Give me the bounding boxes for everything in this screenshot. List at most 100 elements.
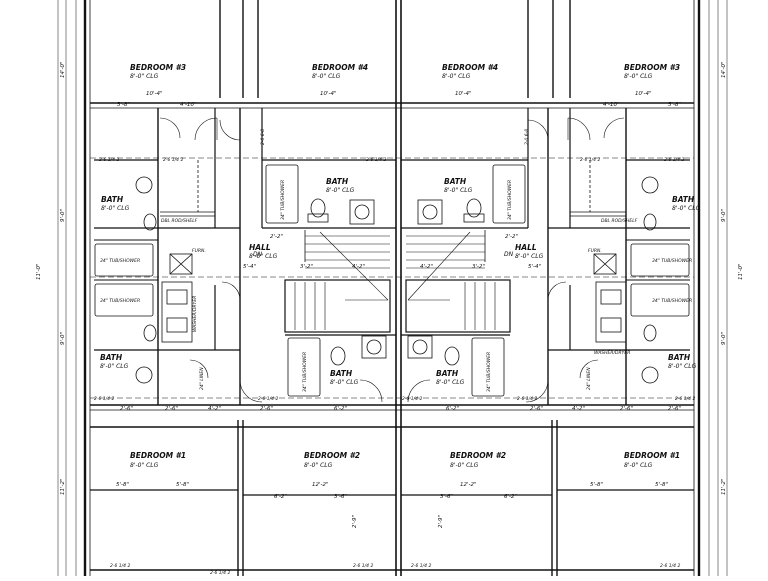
tub-label-l1: 34" TUB/SHOWER xyxy=(100,258,140,264)
tub-l1 xyxy=(94,243,154,277)
dim-mid-10: 2'-6" xyxy=(668,406,681,412)
door-label-14: 2-6 1/4 2 xyxy=(411,563,431,569)
wd-label-right: WASHER/DRYER xyxy=(594,350,630,356)
tub-label-c2: 34" TUB/SHOWER xyxy=(507,180,513,220)
dim-top-5: 10'-4" xyxy=(455,91,472,97)
fixtures xyxy=(94,160,690,397)
dim-mid-8: 4'-2" xyxy=(572,406,585,412)
dim-hall-5: 3'-2" xyxy=(472,264,485,270)
label-bedroom2-right: BEDROOM #2 xyxy=(450,451,506,460)
clg-bath-l1: 8'-0" CLG xyxy=(101,205,130,212)
door-label-1: 2-6 1/4 2 xyxy=(99,157,119,163)
door-label-2: 2-6 1/4 2 xyxy=(163,157,183,163)
doors xyxy=(159,117,625,403)
label-bath-r2: BATH xyxy=(668,353,691,362)
dim-hall-3: 4'-2" xyxy=(352,264,365,270)
clg-bath-c1: 8'-0" CLG xyxy=(326,187,355,194)
dim-mid-7: 2'-6" xyxy=(530,406,543,412)
dim-bot-8: 6'-2" xyxy=(504,494,517,500)
clg-hall-right: 8'-0" CLG xyxy=(515,253,544,260)
tub-label-c1: 34" TUB/SHOWER xyxy=(280,180,286,220)
dim-mid-4: 2'-6" xyxy=(260,406,273,412)
door-label-4: 2-6 1/4 2 xyxy=(580,157,600,163)
clg-bath-r2: 8'-0" CLG xyxy=(668,363,697,370)
clg-bedroom4-left: 8'-0" CLG xyxy=(312,73,341,80)
tub-r1 xyxy=(630,243,690,277)
tub-label-c4: 34" TUB/SHOWER xyxy=(486,352,492,392)
dim-left-3: 11'-0" xyxy=(36,263,42,280)
dim-inner-1: 2'-9" xyxy=(352,515,358,528)
dim-bot-9: 5'-8" xyxy=(590,482,603,488)
dim-left-1: 14'-0" xyxy=(60,61,66,78)
label-hall-right: HALL xyxy=(515,243,537,252)
door-label-15: 2-6 1/4 2 xyxy=(660,563,680,569)
door-label-11: 2-6 1/4 2 xyxy=(110,563,130,569)
dim-top-3: 4'-10" xyxy=(180,102,197,108)
stairs xyxy=(294,231,496,330)
tub-c1 xyxy=(265,164,299,224)
dim-hall-2: 3'-2" xyxy=(300,264,313,270)
door-label-3: 2-6 1/4 2 xyxy=(366,157,386,163)
dim-hall-4: 4'-2" xyxy=(420,264,433,270)
dim-mid-3: 4'-2" xyxy=(208,406,221,412)
dim-inner-2: 2'-9" xyxy=(438,515,444,528)
clg-bedroom1-left: 8'-0" CLG xyxy=(130,462,159,469)
label-hall-left: HALL xyxy=(249,243,271,252)
door-label-10: 2-6 1/4 2 xyxy=(675,396,695,402)
wd-label-left: WASHER/DRYER xyxy=(192,296,198,332)
clg-bedroom3-left: 8'-0" CLG xyxy=(130,73,159,80)
shelf-label-right: DBL ROD/SHELF xyxy=(601,218,638,224)
clg-bedroom2-left: 8'-0" CLG xyxy=(304,462,333,469)
dim-mid-1: 2'-6" xyxy=(120,406,133,412)
dim-top-8: 5'-8" xyxy=(668,102,681,108)
door-label-13: 2-6 1/4 2 xyxy=(353,563,373,569)
clg-bedroom4-right: 8'-0" CLG xyxy=(442,73,471,80)
label-bedroom4-right: BEDROOM #4 xyxy=(442,63,498,72)
dim-left-4: 9'-0" xyxy=(60,332,66,345)
dim-bot-3: 6'-2" xyxy=(274,494,287,500)
dim-left-2: 9'-0" xyxy=(60,209,66,222)
dim-mid-5: 6'-2" xyxy=(334,406,347,412)
clg-hall-left: 8'-0" CLG xyxy=(249,253,278,260)
clg-bath-r1: 8'-0" CLG xyxy=(672,205,701,212)
dimension-labels: 5'-8" 10'-4" 4'-10" 10'-4" 10'-4" 4'-10"… xyxy=(36,61,744,528)
door-label-7: 2-6 1/4 2 xyxy=(258,396,278,402)
door-label-16: 2-0 6-8 xyxy=(260,129,266,145)
door-label-6: 2-6 1/4 2 xyxy=(94,396,114,402)
label-bath-c1: BATH xyxy=(326,177,349,186)
tub-c3 xyxy=(287,337,321,397)
room-labels: BEDROOM #3 8'-0" CLG BEDROOM #4 8'-0" CL… xyxy=(100,63,701,469)
label-bath-c2: BATH xyxy=(444,177,467,186)
dim-right-5: 11'-2" xyxy=(721,478,727,495)
tub-l2 xyxy=(94,283,154,317)
door-label-17: 2-0 6-8 xyxy=(524,129,530,145)
door-label-5: 2-6 1/4 2 xyxy=(664,157,684,163)
walls xyxy=(57,0,728,581)
dim-hall-6: 2'-2" xyxy=(505,234,518,240)
dim-right-4: 9'-0" xyxy=(721,332,727,345)
tub-label-l2: 34" TUB/SHOWER xyxy=(100,298,140,304)
tub-label-c3: 34" TUB/SHOWER xyxy=(302,352,308,392)
dim-hall-1: 2'-2" xyxy=(270,234,283,240)
tub-label-r1: 34" TUB/SHOWER xyxy=(652,258,692,264)
dim-bot-4: 12'-2" xyxy=(312,482,329,488)
dim-bot-10: 5'-8" xyxy=(655,482,668,488)
label-bedroom3-right: BEDROOM #3 xyxy=(624,63,680,72)
clg-bath-c3: 8'-0" CLG xyxy=(330,379,359,386)
label-bedroom3-left: BEDROOM #3 xyxy=(130,63,186,72)
dn-label-right: DN xyxy=(504,251,514,258)
dim-bot-2: 5'-8" xyxy=(176,482,189,488)
shelf-label-left: DBL ROD/SHELF xyxy=(161,218,198,224)
dim-bot-7: 12'-2" xyxy=(460,482,477,488)
dim-mid-2: 2'-6" xyxy=(165,406,178,412)
clg-bath-c4: 8'-0" CLG xyxy=(436,379,465,386)
furn-label-left: FURN. xyxy=(192,248,206,254)
dim-bot-1: 5'-8" xyxy=(116,482,129,488)
label-bedroom4-left: BEDROOM #4 xyxy=(312,63,368,72)
door-label-12: 2-6 1/4 2 xyxy=(210,570,230,576)
label-bedroom1-right: BEDROOM #1 xyxy=(624,451,680,460)
dim-top-6: 4'-10" xyxy=(603,102,620,108)
label-bath-r1: BATH xyxy=(672,195,695,204)
